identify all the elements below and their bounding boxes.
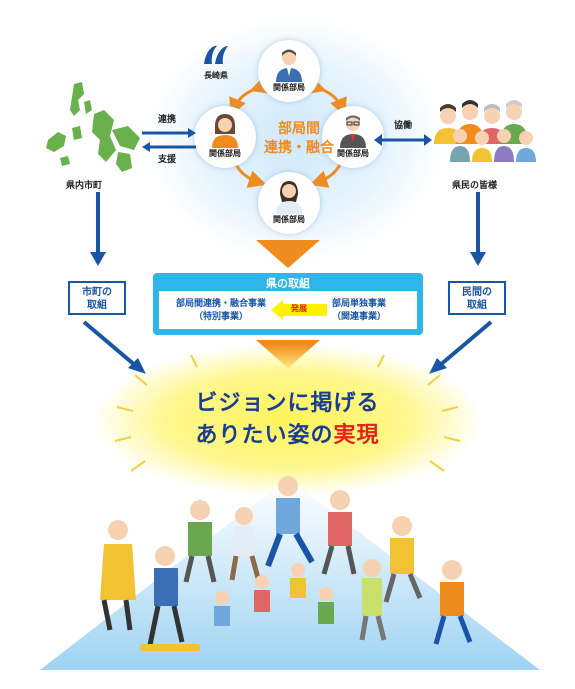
related-projects-line2: （関連事業） xyxy=(331,312,386,322)
special-projects-line2: （特別事業） xyxy=(193,312,248,322)
department-node-top: 関係部局 xyxy=(258,40,320,102)
municipal-efforts-box: 市町の 取組 xyxy=(68,281,126,315)
logo-text: 長崎県 xyxy=(204,71,228,80)
man-glasses-icon xyxy=(340,115,366,148)
nagasaki-logo: 長崎県 xyxy=(196,42,236,81)
right-down-arrow xyxy=(470,192,486,266)
vision-line2: ありたい姿の実現 xyxy=(120,420,455,452)
private-box-line2: 取組 xyxy=(467,300,487,311)
center-label: 部局間 連携・融合 xyxy=(254,120,344,158)
vision-line2-prefix: ありたい姿の xyxy=(195,423,334,448)
right-double-arrow xyxy=(374,134,432,146)
woman-bottom-icon xyxy=(276,181,302,214)
citizens-group-icon xyxy=(434,100,536,162)
right-diagonal-arrow xyxy=(429,320,493,374)
map-label: 県内市町 xyxy=(66,181,103,191)
node-label: 関係部局 xyxy=(337,149,369,158)
people-label: 県民の皆様 xyxy=(452,181,498,191)
nagasaki-logo-icon xyxy=(204,45,228,64)
arrow-top-right xyxy=(306,76,347,117)
vision-statement: ビジョンに掲げる ありたい姿の実現 xyxy=(120,388,455,452)
label-renkei: 連携 xyxy=(158,115,177,125)
node-label: 関係部局 xyxy=(273,83,305,92)
department-node-right: 関係部局 xyxy=(322,106,384,168)
node-label: 関係部局 xyxy=(273,215,305,224)
person-figure xyxy=(321,490,357,575)
radiating-lines xyxy=(114,354,461,472)
center-label-line2: 連携・融合 xyxy=(264,140,334,156)
label-shien: 支援 xyxy=(158,155,177,165)
prefecture-inner: 部局間連携・融合事業 （特別事業） 発展 部局単独事業 （関連事業） xyxy=(159,291,417,329)
municipal-box-line1: 市町の xyxy=(82,287,112,298)
department-node-bottom: 関係部局 xyxy=(258,172,320,234)
person-figure xyxy=(359,559,387,641)
nagasaki-map-icon xyxy=(46,82,140,172)
prefecture-title: 県の取組 xyxy=(266,277,310,290)
vision-line1: ビジョンに掲げる xyxy=(195,391,380,416)
people-mountain-illustration xyxy=(40,476,540,670)
child-figure xyxy=(290,563,306,598)
municipal-box-line2: 取組 xyxy=(87,300,107,311)
child-figure xyxy=(254,575,270,612)
person-figure xyxy=(183,500,217,583)
person-figure xyxy=(265,476,315,568)
arrow-top-left xyxy=(229,76,270,117)
person-figure xyxy=(100,520,136,631)
special-projects-line1: 部局間連携・融合事業 xyxy=(175,299,266,309)
department-node-left: 関係部局 xyxy=(194,106,256,168)
person-figure xyxy=(140,546,200,651)
node-label: 関係部局 xyxy=(209,149,241,158)
related-projects-line1: 部局単独事業 xyxy=(331,299,386,309)
private-efforts-box: 民間の 取組 xyxy=(448,281,506,315)
prefecture-efforts-panel: 県の取組 部局間連携・融合事業 （特別事業） 発展 部局単独事業 （関連事業） xyxy=(153,273,423,335)
man-suit-icon xyxy=(276,49,302,82)
develop-label: 発展 xyxy=(291,304,307,313)
person-figure xyxy=(433,560,473,645)
child-figure xyxy=(214,591,230,626)
center-label-line1: 部局間 xyxy=(278,121,320,137)
down-triangle-top xyxy=(256,240,320,268)
label-kyodo: 協働 xyxy=(394,121,413,131)
woman-icon xyxy=(212,114,238,148)
left-double-arrow xyxy=(142,128,196,152)
mountain-shape xyxy=(40,478,540,670)
person-figure xyxy=(229,507,261,581)
related-projects: 部局単独事業 （関連事業） xyxy=(309,298,409,324)
private-box-line1: 民間の xyxy=(462,287,492,298)
special-projects: 部局間連携・融合事業 （特別事業） xyxy=(167,298,275,324)
vision-glow xyxy=(95,345,480,495)
child-figure xyxy=(318,587,334,624)
develop-arrow-icon xyxy=(271,300,327,320)
person-figure xyxy=(383,516,423,603)
vision-highlight: 実現 xyxy=(333,423,380,448)
left-down-arrow xyxy=(90,192,106,266)
